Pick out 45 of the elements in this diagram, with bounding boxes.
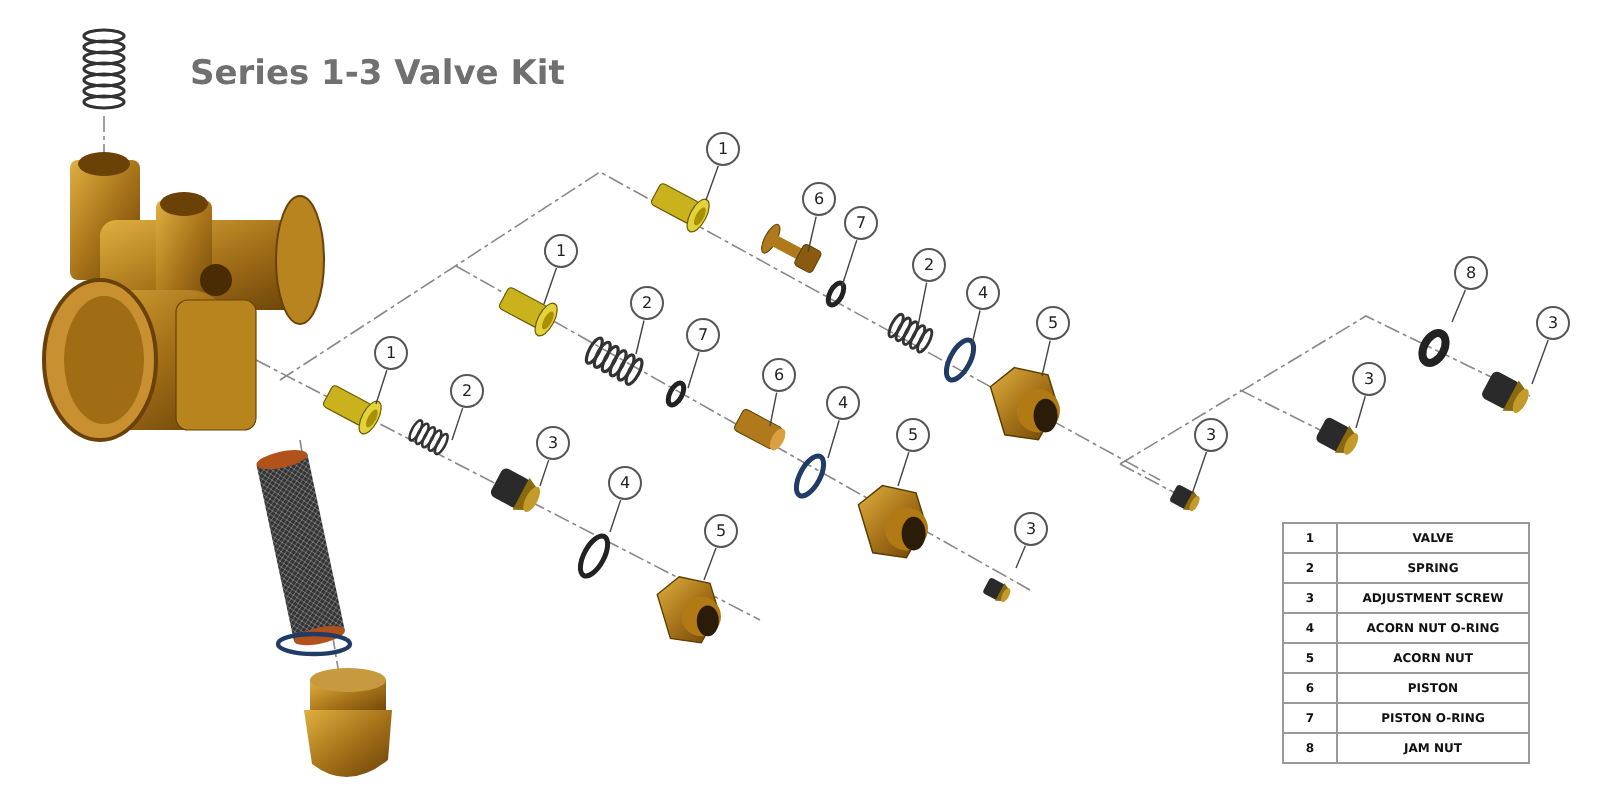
callout-number: 5 xyxy=(1036,306,1070,340)
leader-line xyxy=(543,267,558,305)
callout-number: 4 xyxy=(608,466,642,500)
callout-number: 3 xyxy=(1014,512,1048,546)
callout-number: 5 xyxy=(896,418,930,452)
callout-number: 1 xyxy=(374,336,408,370)
leader-line xyxy=(703,547,717,581)
leader-line xyxy=(451,407,464,441)
leader-line xyxy=(1191,451,1208,495)
callout-number: 6 xyxy=(802,182,836,216)
callout-number: 2 xyxy=(630,286,664,320)
callout-number: 3 xyxy=(1352,362,1386,396)
leader-line xyxy=(769,391,778,427)
leader-line xyxy=(539,459,550,487)
callout-number: 3 xyxy=(1194,418,1228,452)
leader-line xyxy=(1355,395,1366,429)
leader-line xyxy=(917,281,928,327)
leader-line xyxy=(807,215,817,253)
callout-number: 1 xyxy=(706,132,740,166)
leader-line xyxy=(1015,544,1027,569)
callout-number: 3 xyxy=(1536,306,1570,340)
callout-number: 2 xyxy=(912,248,946,282)
callout-number: 7 xyxy=(844,206,878,240)
leader-line xyxy=(1531,339,1549,385)
leader-line xyxy=(1451,289,1467,323)
callout-number: 1 xyxy=(544,234,578,268)
callout-number: 5 xyxy=(704,514,738,548)
callout-number: 3 xyxy=(536,426,570,460)
leader-line xyxy=(375,369,388,405)
leader-line xyxy=(687,351,700,389)
callout-number: 8 xyxy=(1454,256,1488,290)
callout-number: 2 xyxy=(450,374,484,408)
callout-number: 4 xyxy=(966,276,1000,310)
title: Series 1-3 Valve Kit xyxy=(190,54,565,94)
leader-line xyxy=(827,419,840,459)
leader-line xyxy=(1041,339,1051,377)
leader-line xyxy=(609,499,622,533)
leader-line xyxy=(897,451,910,487)
callout-number: 4 xyxy=(826,386,860,420)
leader-line xyxy=(841,239,858,287)
leader-line xyxy=(635,319,645,355)
leader-line xyxy=(971,309,981,345)
callout-number: 6 xyxy=(762,358,796,392)
leader-line xyxy=(705,165,719,201)
callout-number: 7 xyxy=(686,318,720,352)
